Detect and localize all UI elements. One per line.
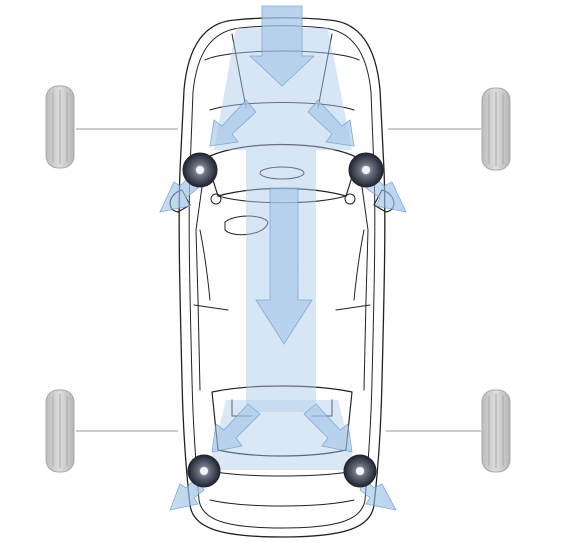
speaker-front-left [182,152,218,188]
airflow-arrow-front-left-in [209,99,257,147]
airflow-arrow-front-right-in [307,99,355,147]
wheel-front-right [481,87,511,171]
car-outer-outline [178,17,386,538]
airflow-arrow-front-right-out [365,175,407,213]
wheel-front-left [45,85,75,169]
wheel-rear-left [45,389,75,473]
speaker-front-right [348,152,384,188]
speaker-rear-left [187,454,221,488]
airflow-arrow-rear-right-out [359,477,397,511]
wheel-rear-right [481,389,511,473]
airflow-arrow-rear-right-in [303,403,353,453]
airflow-arrow-center-down [255,187,313,345]
airflow-arrow-rear-left-out [169,477,205,511]
airflow-arrow-roof-down [248,5,316,87]
speaker-rear-right [343,454,377,488]
airflow-layer [159,5,407,511]
airflow-arrow-rear-left-in [211,403,261,453]
airflow-arrow-front-left-out [159,175,199,213]
car-inner-outline [188,25,376,529]
